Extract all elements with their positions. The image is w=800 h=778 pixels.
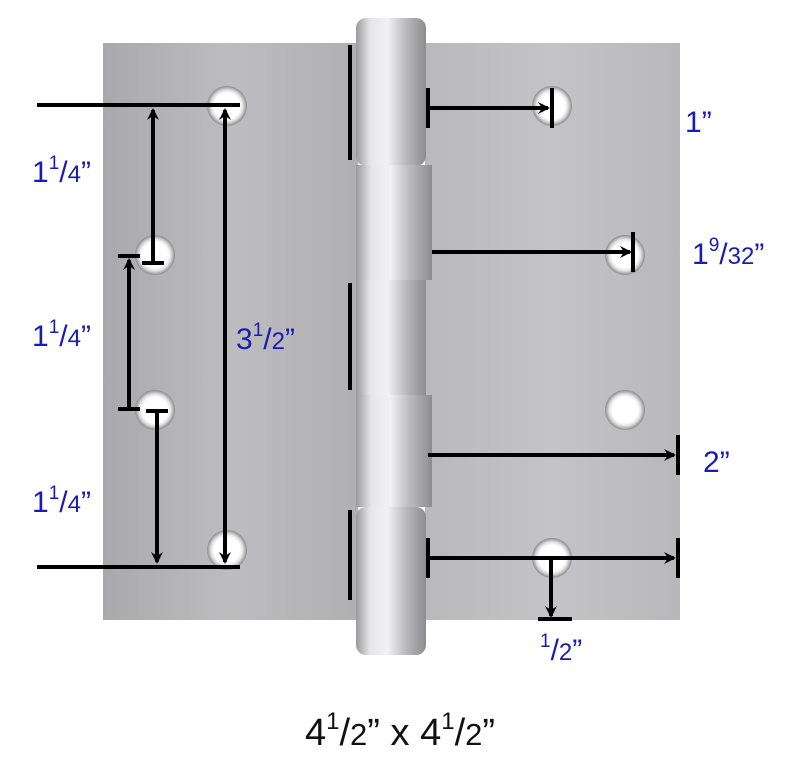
label-right-top: 1”	[685, 106, 712, 139]
label-right-leaf-width: 2”	[703, 446, 730, 479]
label-left-middle: 11/4”	[32, 317, 91, 353]
label-left-bottom: 11/4”	[32, 483, 91, 519]
hinge-barrel	[348, 18, 432, 655]
left-leaf	[103, 43, 358, 620]
label-left-top: 11/4”	[32, 153, 91, 189]
label-right-second: 19/32”	[692, 235, 765, 271]
label-bottom-edge: 1/2”	[540, 631, 583, 667]
right-leaf	[425, 43, 680, 620]
size-title: 41/2” x 41/2”	[304, 708, 496, 754]
label-hole-span: 31/2”	[236, 320, 295, 356]
dimension-lines	[37, 88, 680, 621]
